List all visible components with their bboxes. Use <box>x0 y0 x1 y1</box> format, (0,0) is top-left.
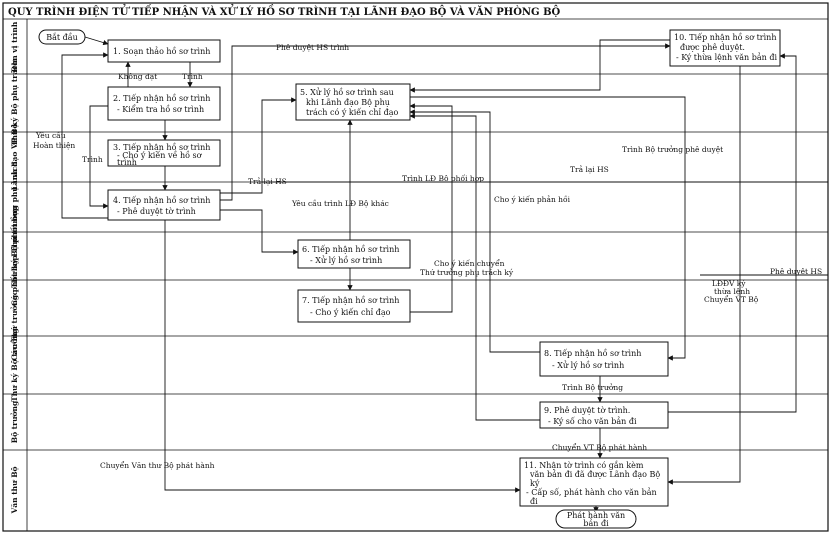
step-10-line-1: 10. Tiếp nhận hồ sơ trình <box>674 33 776 42</box>
lane-label-don-vi-trinh: Đơn vị trình <box>10 21 19 72</box>
diagram-title: QUY TRÌNH ĐIỆN TỬ TIẾP NHẬN VÀ XỬ LÝ HỒ … <box>8 5 561 18</box>
step-11-box: 11. Nhận tờ trình có gắn kèm văn bản đi … <box>519 457 669 507</box>
step-8-line-1: 8. Tiếp nhận hồ sơ trình <box>544 349 641 358</box>
label-tra-lai-hs-2: Trả lại HS <box>570 165 609 174</box>
step-9-line-2: - Ký số cho văn bản đi <box>548 417 637 426</box>
label-phe-duyet-hs: Phê duyệt HS <box>770 267 822 276</box>
lane-label-thu-ky-bo-phu-trach: Thư ký Bộ phụ trách <box>10 59 19 146</box>
step-9-box: 9. Phê duyệt tờ trình. - Ký số cho văn b… <box>539 401 669 429</box>
label-thua-lenh: thừa lệnh <box>714 287 750 296</box>
lane-label-bo-truong: Bộ trưởng <box>10 400 19 443</box>
step-6-line-2: - Xử lý hồ sơ trình <box>310 256 382 265</box>
label-chuyen-vt-bo: Chuyển VT Bộ <box>704 295 759 304</box>
label-cho-y-kien-chuyen: Cho ý kiến chuyển <box>434 259 505 268</box>
lane-label-thu-ky-bo-phoi-hop: Các Thư ký Bộ phối hợp <box>10 206 19 306</box>
step-1-box: 1. Soạn thảo hồ sơ trình <box>107 39 221 63</box>
lane-label-thu-ky-bo-truong: Thư ký Bộ trưởng <box>10 327 19 402</box>
label-chuyen-vt-bo-phat-hanh: Chuyển VT Bộ phát hành <box>552 443 647 452</box>
step-10-line-2: được phê duyệt. <box>680 43 745 52</box>
label-tra-lai-hs-1: Trả lại HS <box>248 177 287 186</box>
step-7-line-1: 7. Tiếp nhận hồ sơ trình <box>302 296 399 305</box>
lane-label-van-thu-bo: Văn thư Bộ <box>10 466 19 514</box>
step-8-box: 8. Tiếp nhận hồ sơ trình - Xử lý hồ sơ t… <box>539 341 669 377</box>
step-11-line-2: văn bản đi đã được Lãnh đạo Bộ <box>529 470 660 479</box>
step-5-box: 5. Xử lý hồ sơ trình sau khi Lãnh đạo Bộ… <box>295 83 411 121</box>
label-trinh-bo-truong-phe-duyet: Trình Bộ trưởng phê duyệt <box>622 145 723 154</box>
step-2-line-2: - Kiểm tra hồ sơ trình <box>117 105 204 114</box>
step-5-line-3: trách có ý kiến chỉ đạo <box>306 108 399 117</box>
step-3-line-1: 3. Tiếp nhận hồ sơ trình <box>113 143 210 152</box>
step-6-box: 6. Tiếp nhận hồ sơ trình - Xử lý hồ sơ t… <box>297 239 411 269</box>
step-10-line-3: - Ký thừa lệnh văn bản đi <box>676 53 777 62</box>
step-8-line-2: - Xử lý hồ sơ trình <box>552 361 624 370</box>
step-4-line-2: - Phê duyệt tờ trình <box>117 207 196 216</box>
label-trinh-ld-bo-phoi-hop: Trình LĐ Bộ phối hợp <box>402 174 484 183</box>
end-node-line-1: Phát hành văn <box>567 511 625 520</box>
end-node-line-2: bản đi <box>583 519 609 528</box>
label-chuyen-van-thu-bo-phat-hanh: Chuyển Văn thư Bộ phát hành <box>100 461 215 470</box>
connector-labels: Không đạt Trình Yêu cầu Hoàn thiện Trình… <box>33 43 822 470</box>
step-3-line-2: - Cho ý kiến về hồ sơ <box>117 151 203 160</box>
process-boxes: Bắt đầu 1. Soạn thảo hồ sơ trình 2. Tiếp… <box>38 29 781 529</box>
step-7-box: 7. Tiếp nhận hồ sơ trình - Cho ý kiến ch… <box>297 289 411 323</box>
start-node: Bắt đầu <box>38 29 86 45</box>
lane-labels: Đơn vị trình Thư ký Bộ phụ trách Lãnh đạ… <box>10 21 19 514</box>
label-cho-y-kien-phan-hoi: Cho ý kiến phản hồi <box>494 195 571 204</box>
step-11-line-1: 11. Nhận tờ trình có gắn kèm <box>524 461 644 470</box>
end-node: Phát hành văn bản đi <box>555 509 637 529</box>
step-9-line-1: 9. Phê duyệt tờ trình. <box>544 406 630 415</box>
step-11-line-5: đi <box>530 497 538 506</box>
step-10-box: 10. Tiếp nhận hồ sơ trình được phê duyệt… <box>669 29 781 67</box>
start-node-text: Bắt đầu <box>46 33 78 42</box>
lane-label-lanh-dao-vp-bo: Lãnh đạo VP Bộ <box>10 124 19 191</box>
label-yeu-cau-trinh-ld-bo-khac: Yêu cầu trình LĐ Bộ khác <box>291 199 389 208</box>
step-3-box: 3. Tiếp nhận hồ sơ trình - Cho ý kiến về… <box>107 139 221 167</box>
step-4-box: 4. Tiếp nhận hồ sơ trình - Phê duyệt tờ … <box>107 189 221 221</box>
label-yeu-cau: Yêu cầu <box>35 131 66 140</box>
step-4-line-1: 4. Tiếp nhận hồ sơ trình <box>113 196 210 205</box>
step-5-line-1: 5. Xử lý hồ sơ trình sau <box>300 88 394 97</box>
step-2-line-1: 2. Tiếp nhận hồ sơ trình <box>113 94 210 103</box>
label-lddv-ky: LĐĐV ký <box>712 279 746 288</box>
label-khong-dat: Không đạt <box>118 72 157 81</box>
step-3-line-3: trình <box>117 158 137 167</box>
label-thu-truong-phu-trach-ky: Thứ trưởng phụ trách ký <box>420 268 514 277</box>
label-phe-duyet-hs-trinh: Phê duyệt HS trình <box>276 43 349 52</box>
connectors <box>61 36 828 513</box>
step-1-line-1: 1. Soạn thảo hồ sơ trình <box>113 47 210 56</box>
lane-label-thu-truong-phu-trach: Thứ trưởng phụ trách <box>10 161 19 253</box>
step-2-box: 2. Tiếp nhận hồ sơ trình - Kiểm tra hồ s… <box>107 86 221 121</box>
step-11-line-3: ký <box>530 479 540 488</box>
step-7-line-2: - Cho ý kiến chỉ đạo <box>310 308 391 317</box>
lane-boundaries <box>3 73 828 451</box>
label-hoan-thien: Hoàn thiện <box>33 141 75 150</box>
lane-label-thu-truong-phoi-hop: Các Thứ trưởng phối hợp <box>10 255 19 360</box>
step-5-line-2: khi Lãnh đạo Bộ phụ <box>306 98 390 107</box>
step-6-line-1: 6. Tiếp nhận hồ sơ trình <box>302 245 399 254</box>
label-trinh-1: Trình <box>182 72 203 81</box>
label-trinh-bo-truong: Trình Bộ trưởng <box>562 383 623 392</box>
label-trinh-2: Trình <box>82 155 103 164</box>
step-11-line-4: - Cấp số, phát hành cho văn bản <box>526 488 657 497</box>
